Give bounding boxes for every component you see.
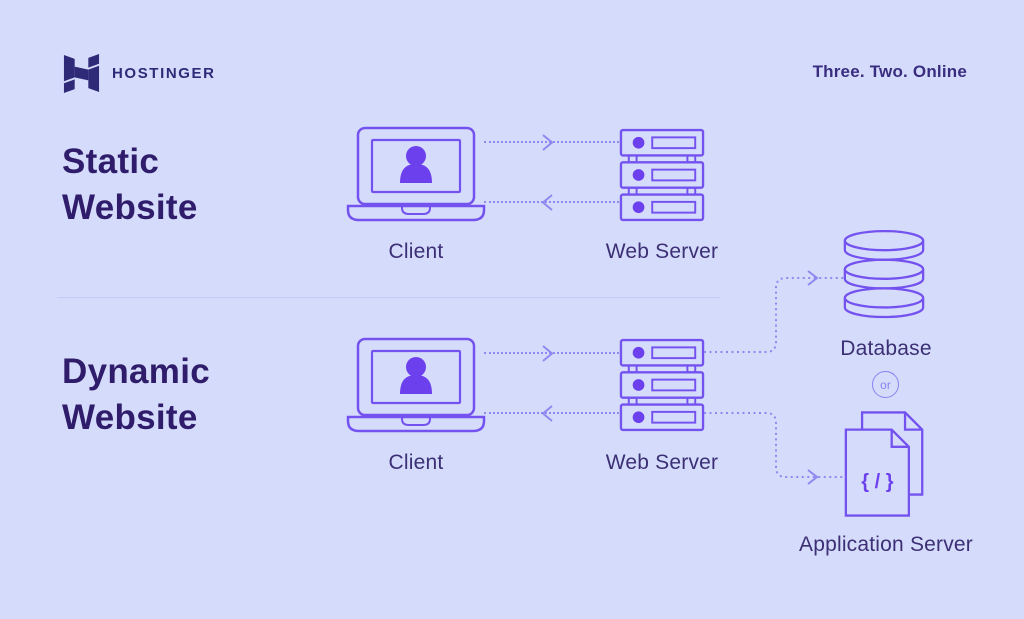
arrow-right-icon [540, 345, 555, 362]
static-section-title: Static Website [62, 139, 198, 231]
app-server-connection-arrow [704, 405, 845, 487]
hostinger-logo-icon [62, 53, 101, 94]
or-badge: or [872, 371, 899, 398]
static-client-label: Client [388, 240, 444, 263]
code-glyph: { / } [861, 471, 893, 493]
database-connection-arrow [704, 270, 845, 362]
person-icon [400, 357, 432, 394]
application-server-icon: { / } [843, 408, 927, 520]
arrow-right-icon [540, 134, 555, 151]
section-divider [57, 297, 720, 298]
arrow-left-icon [540, 405, 555, 422]
web-server-icon [619, 337, 705, 433]
dynamic-client-label: Client [388, 451, 444, 474]
dynamic-section-title: Dynamic Website [62, 349, 210, 441]
static-title-line2: Website [62, 188, 198, 227]
static-web-server-label: Web Server [605, 240, 719, 263]
dynamic-response-line [484, 412, 619, 414]
client-laptop-icon [346, 126, 486, 222]
dynamic-title-line2: Website [62, 398, 198, 437]
person-icon [400, 146, 432, 183]
web-server-icon [619, 127, 705, 223]
dynamic-title-line1: Dynamic [62, 352, 210, 391]
dynamic-web-server-label: Web Server [605, 451, 719, 474]
client-laptop-icon [346, 337, 486, 433]
static-title-line1: Static [62, 142, 160, 181]
static-response-line [484, 201, 619, 203]
database-label: Database [840, 337, 932, 360]
application-server-label: Application Server [798, 533, 974, 556]
brand-name: HOSTINGER [112, 65, 216, 82]
arrow-left-icon [540, 194, 555, 211]
database-icon [842, 228, 926, 322]
tagline: Three. Two. Online [812, 62, 967, 81]
